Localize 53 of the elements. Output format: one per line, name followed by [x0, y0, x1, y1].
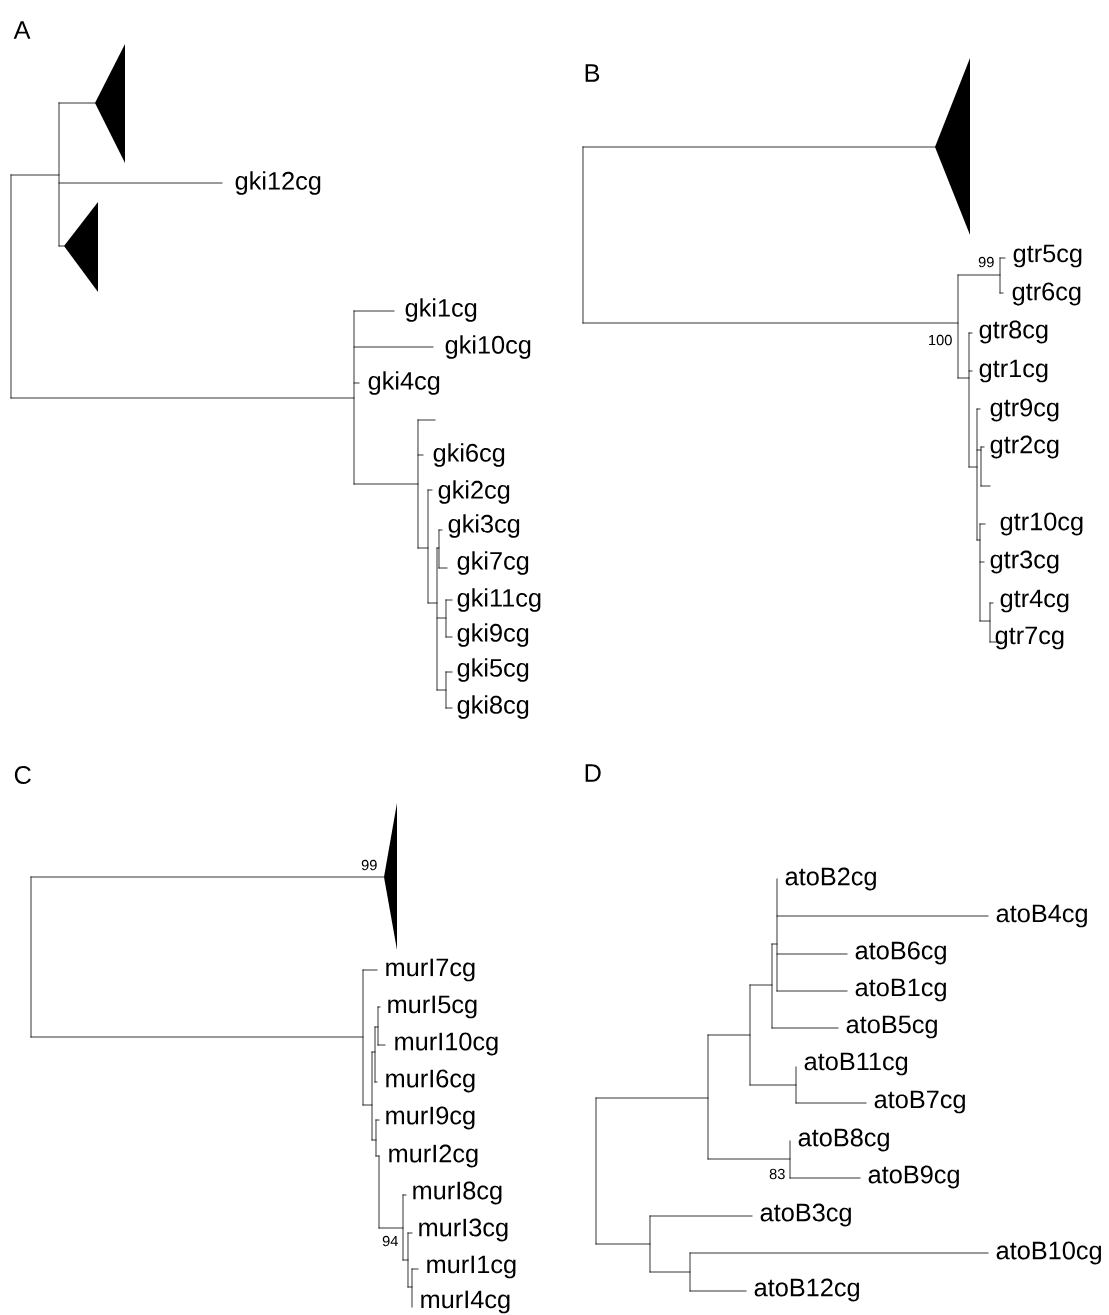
taxon-label: gtr1cg [979, 359, 1048, 383]
bootstrap-value: 99 [361, 859, 377, 871]
panel-letter: D [585, 764, 601, 782]
taxon-label: gtr8cg [979, 320, 1048, 344]
taxon-label: atoB9cg [868, 1165, 959, 1189]
taxon-label: gki1cg [405, 298, 477, 322]
bootstrap-value: 100 [929, 334, 952, 346]
taxon-label: gtr3cg [990, 550, 1059, 574]
taxon-label: gtr7cg [995, 626, 1064, 650]
taxon-label: atoB6cg [855, 941, 946, 965]
taxon-label: atoB12cg [754, 1278, 859, 1302]
taxon-label: murI6cg [386, 1069, 475, 1093]
taxon-label: gki3cg [448, 514, 520, 538]
taxon-label: gtr2cg [990, 435, 1059, 459]
taxon-label: gtr4cg [1000, 589, 1069, 613]
taxon-label: atoB2cg [785, 867, 876, 891]
taxon-label: gki10cg [445, 335, 531, 359]
taxon-label: atoB1cg [855, 978, 946, 1002]
taxon-label: gki7cg [457, 551, 529, 575]
taxon-label: atoB3cg [760, 1203, 851, 1227]
taxon-label: murI1cg [427, 1255, 516, 1279]
taxon-label: murI8cg [413, 1181, 502, 1205]
panel-letter: C [14, 766, 31, 784]
taxon-label: murI9cg [386, 1106, 475, 1130]
taxon-label: gki2cg [438, 480, 510, 504]
taxon-label: gtr5cg [1013, 244, 1082, 268]
taxon-label: murI10cg [395, 1032, 498, 1056]
panel-letter: A [13, 21, 31, 39]
bootstrap-value: 83 [769, 1168, 785, 1180]
taxon-label: murI7cg [386, 958, 475, 982]
taxon-label: gtr10cg [1000, 512, 1083, 536]
taxon-label: murI5cg [388, 995, 477, 1019]
panel-letter: B [585, 64, 600, 82]
taxon-label: murI3cg [419, 1218, 508, 1242]
taxon-label: atoB10cg [996, 1241, 1101, 1265]
taxon-label: gki4cg [368, 371, 440, 395]
bootstrap-value: 94 [382, 1235, 398, 1247]
taxon-label: gki5cg [457, 658, 529, 682]
taxon-label: atoB4cg [996, 904, 1087, 928]
taxon-label: gki9cg [457, 623, 529, 647]
taxon-label: gki6cg [433, 443, 505, 467]
taxon-label: atoB5cg [846, 1015, 937, 1039]
bootstrap-value: 99 [978, 256, 994, 268]
taxon-label: gki12cg [235, 171, 321, 195]
taxon-label: murI2cg [389, 1144, 478, 1168]
taxon-label: atoB8cg [798, 1128, 889, 1152]
taxon-label: gtr6cg [1012, 282, 1081, 306]
taxon-label: atoB7cg [874, 1090, 965, 1114]
taxon-label: murI4cg [421, 1290, 510, 1314]
taxon-label: gki11cg [457, 588, 541, 612]
taxon-label: gtr9cg [990, 398, 1059, 422]
taxon-label: gki8cg [457, 695, 529, 719]
taxon-label: atoB11cg [804, 1052, 908, 1076]
